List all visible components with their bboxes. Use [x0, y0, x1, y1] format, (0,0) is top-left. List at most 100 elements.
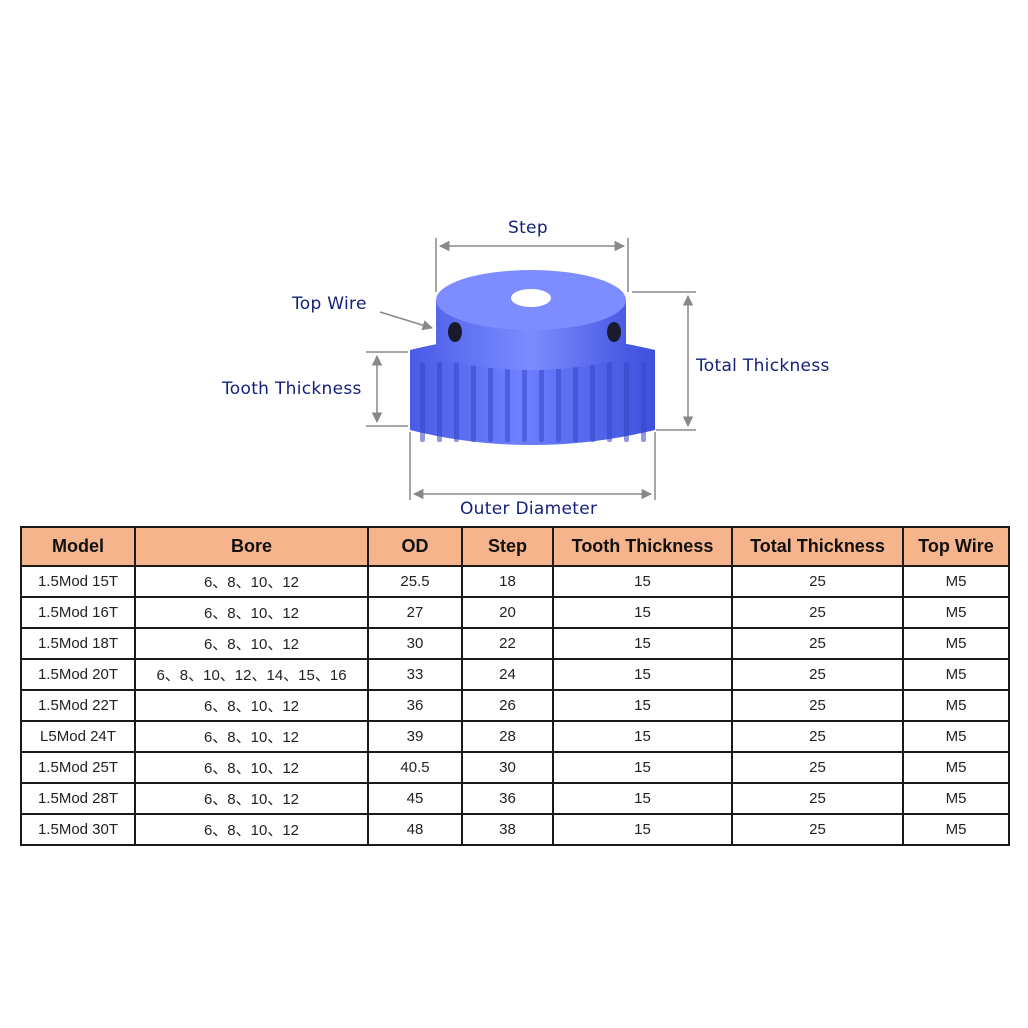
model-cell: 1.5Mod 30T [20, 813, 136, 846]
model-cell: 1.5Mod 28T [20, 782, 136, 815]
step-cell: 24 [461, 658, 554, 691]
gear-tooth-groove [454, 362, 459, 442]
od-cell: 25.5 [367, 565, 463, 598]
od-cell: 39 [367, 720, 463, 753]
gear-tooth-groove [573, 362, 578, 442]
bore-cell: 6、8、10、12 [134, 720, 369, 753]
top-wire-cell: M5 [902, 627, 1010, 660]
gear-tooth-groove [624, 362, 629, 442]
header-od: OD [367, 526, 463, 567]
gear-tooth-groove [522, 362, 527, 442]
top-wire-cell: M5 [902, 596, 1010, 629]
total-thickness-cell: 25 [731, 720, 904, 753]
tooth-thickness-cell: 15 [552, 689, 733, 722]
bore-hole [511, 289, 551, 307]
model-cell: 1.5Mod 22T [20, 689, 136, 722]
od-cell: 27 [367, 596, 463, 629]
bore-cell: 6、8、10、12 [134, 596, 369, 629]
step-cell: 22 [461, 627, 554, 660]
gear-tooth-groove [607, 362, 612, 442]
bore-cell: 6、8、10、12 [134, 782, 369, 815]
tooth-thickness-cell: 15 [552, 596, 733, 629]
step-label: Step [508, 218, 548, 238]
tooth-thickness-cell: 15 [552, 751, 733, 784]
top-wire-cell: M5 [902, 782, 1010, 815]
header-total-thickness: Total Thickness [731, 526, 904, 567]
tooth-thickness-cell: 15 [552, 565, 733, 598]
bore-cell: 6、8、10、12 [134, 627, 369, 660]
od-cell: 40.5 [367, 751, 463, 784]
gear-tooth-groove [488, 362, 493, 442]
model-cell: L5Mod 24T [20, 720, 136, 753]
bore-cell: 6、8、10、12 [134, 751, 369, 784]
outer-diameter-label: Outer Diameter [460, 499, 598, 519]
header-step: Step [461, 526, 554, 567]
top-wire-cell: M5 [902, 720, 1010, 753]
model-cell: 1.5Mod 25T [20, 751, 136, 784]
header-bore: Bore [134, 526, 369, 567]
bore-cell: 6、8、10、12 [134, 565, 369, 598]
model-cell: 1.5Mod 15T [20, 565, 136, 598]
top-wire-cell: M5 [902, 751, 1010, 784]
model-cell: 1.5Mod 18T [20, 627, 136, 660]
total-thickness-cell: 25 [731, 751, 904, 784]
tooth-thickness-cell: 15 [552, 627, 733, 660]
total-thickness-cell: 25 [731, 565, 904, 598]
header-top-wire: Top Wire [902, 526, 1010, 567]
table-header-row: Model Bore OD Step Tooth Thickness Total… [20, 526, 1010, 567]
total-thickness-cell: 25 [731, 596, 904, 629]
gear-tooth-groove [556, 362, 561, 442]
tooth-thickness-cell: 15 [552, 720, 733, 753]
bore-cell: 6、8、10、12 [134, 813, 369, 846]
header-model: Model [20, 526, 136, 567]
tooth-thickness-label: Tooth Thickness [222, 379, 362, 399]
gear-tooth-groove [539, 362, 544, 442]
bore-cell: 6、8、10、12、14、15、16 [134, 658, 369, 691]
total-thickness-cell: 25 [731, 782, 904, 815]
bore-cell: 6、8、10、12 [134, 689, 369, 722]
total-thickness-cell: 25 [731, 627, 904, 660]
step-cell: 28 [461, 720, 554, 753]
gear-tooth-groove [437, 362, 442, 442]
step-cell: 30 [461, 751, 554, 784]
tooth-thickness-cell: 15 [552, 782, 733, 815]
gear-tooth-groove [471, 362, 476, 442]
gear-tooth-groove [505, 362, 510, 442]
od-cell: 45 [367, 782, 463, 815]
dimension-lines [366, 238, 696, 500]
od-cell: 33 [367, 658, 463, 691]
total-thickness-cell: 25 [731, 813, 904, 846]
top-wire-cell: M5 [902, 658, 1010, 691]
gear-tooth-groove [420, 362, 425, 442]
top-wire-screw-right [607, 322, 621, 342]
total-thickness-label: Total Thickness [696, 356, 830, 376]
step-cell: 38 [461, 813, 554, 846]
gear-diagram [366, 238, 696, 500]
top-wire-cell: M5 [902, 813, 1010, 846]
gear-tooth-groove [641, 362, 646, 442]
top-wire-cell: M5 [902, 689, 1010, 722]
spec-table: Model Bore OD Step Tooth Thickness Total… [20, 526, 1010, 846]
tooth-thickness-cell: 15 [552, 813, 733, 846]
top-wire-cell: M5 [902, 565, 1010, 598]
total-thickness-cell: 25 [731, 658, 904, 691]
top-wire-screw-left [448, 322, 462, 342]
top-wire-label: Top Wire [292, 294, 367, 314]
model-cell: 1.5Mod 16T [20, 596, 136, 629]
od-cell: 36 [367, 689, 463, 722]
step-cell: 20 [461, 596, 554, 629]
total-thickness-cell: 25 [731, 689, 904, 722]
od-cell: 30 [367, 627, 463, 660]
step-cell: 26 [461, 689, 554, 722]
step-cell: 18 [461, 565, 554, 598]
od-cell: 48 [367, 813, 463, 846]
tooth-thickness-cell: 15 [552, 658, 733, 691]
